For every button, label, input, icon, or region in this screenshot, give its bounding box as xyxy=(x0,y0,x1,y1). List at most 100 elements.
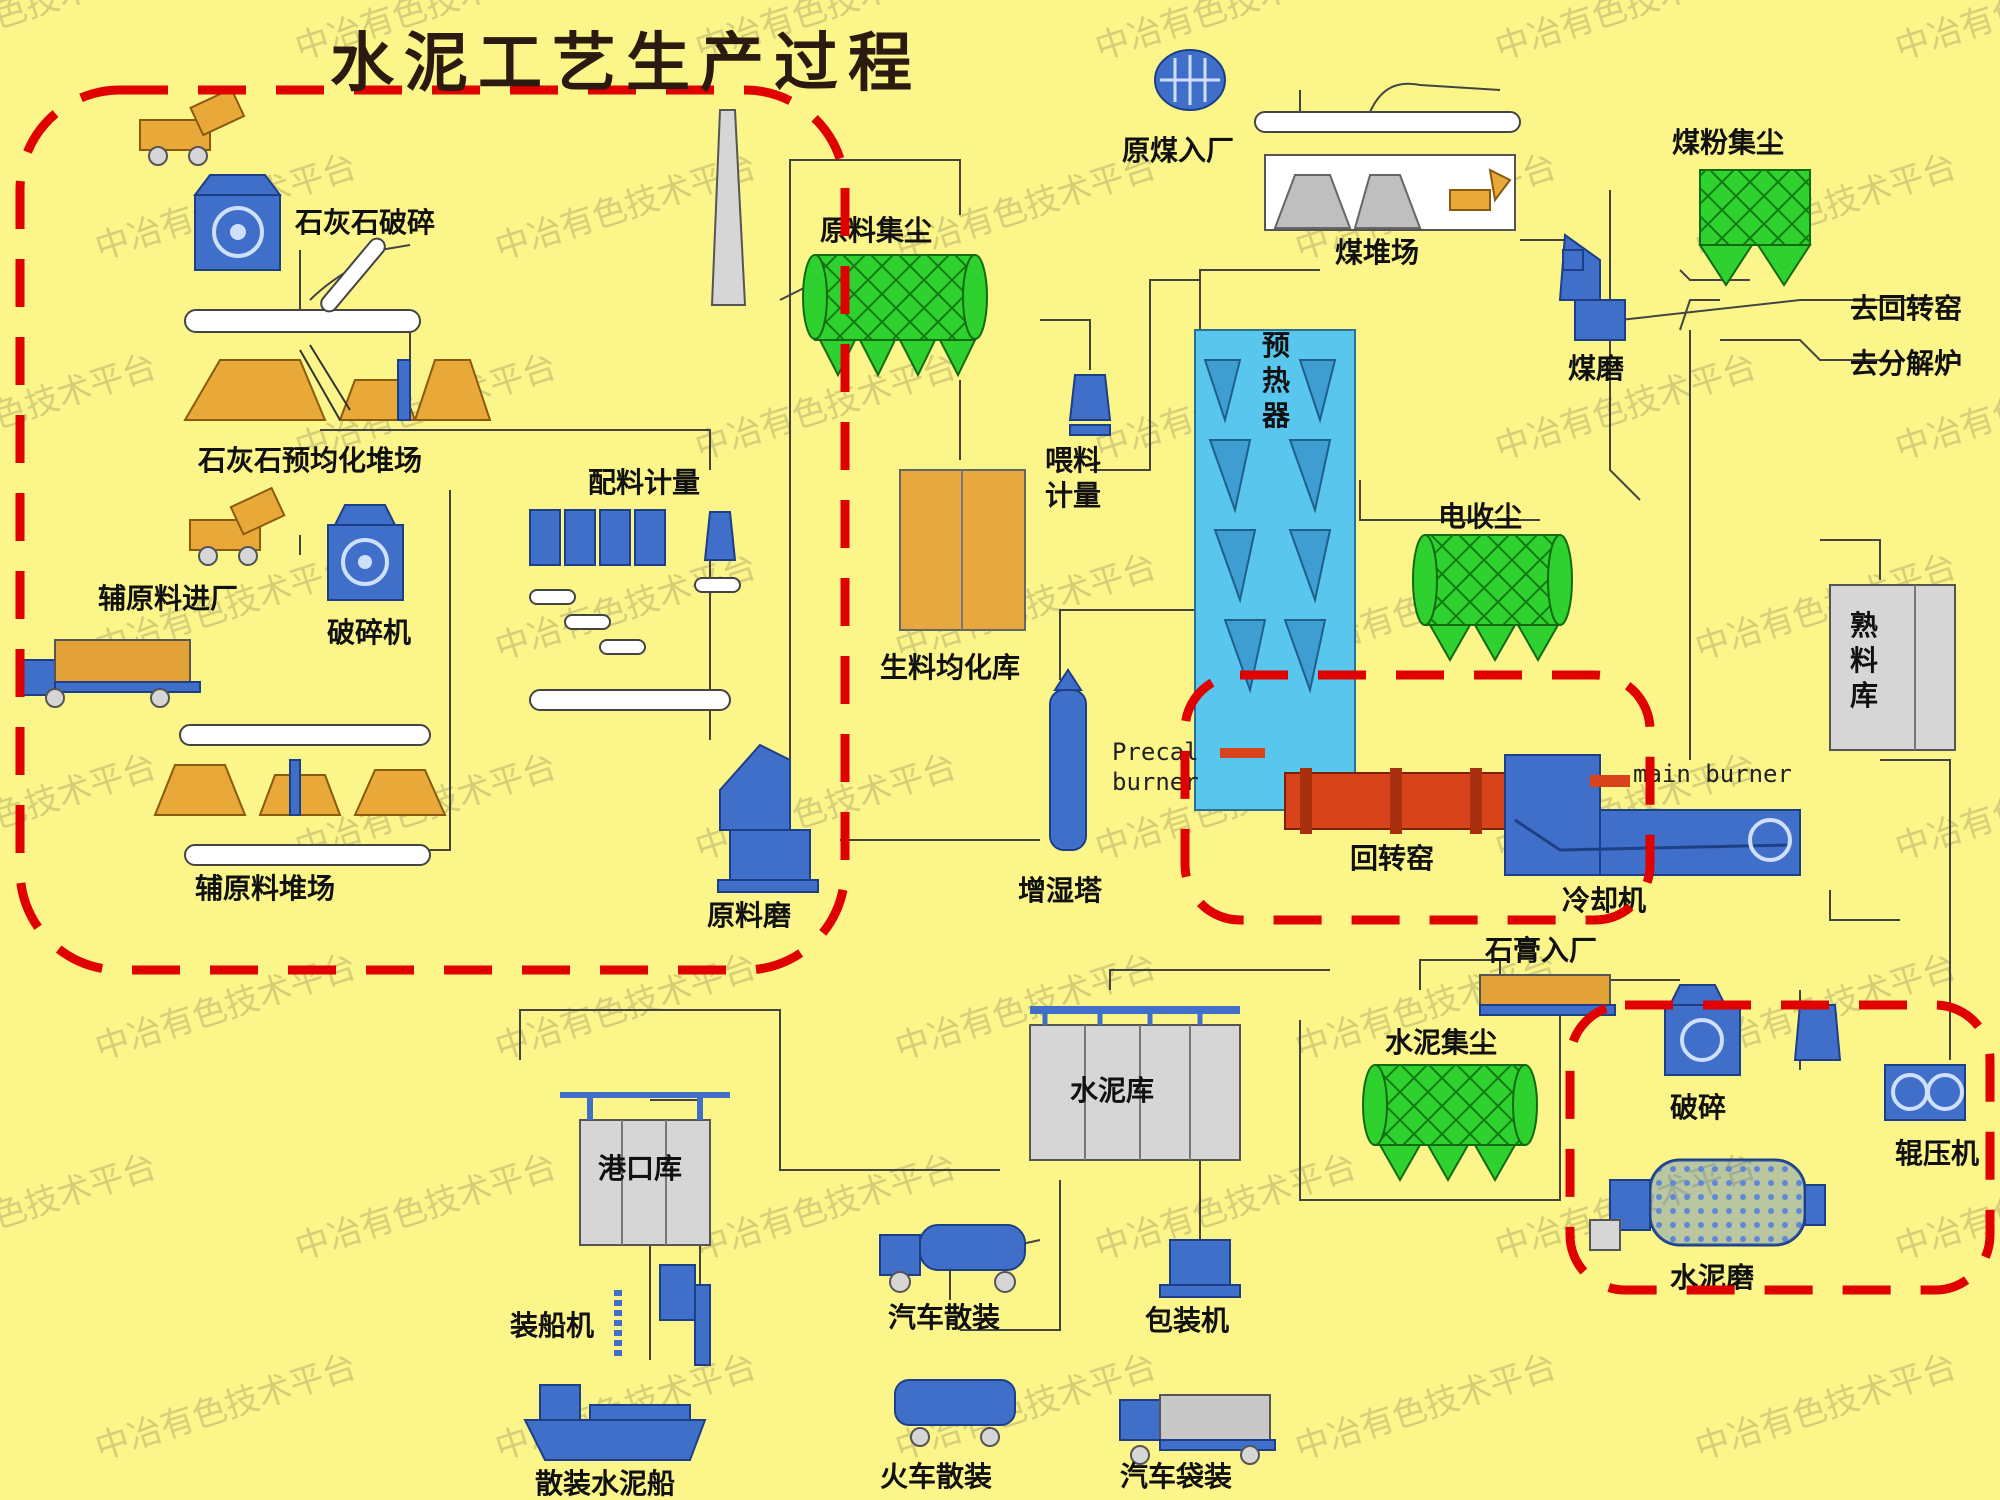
roller-press-icon xyxy=(1884,1064,1966,1121)
dispatch-section: 水泥库 港口库 汽车散装 包装机 装船机 散装水泥 xyxy=(510,1006,1276,1500)
rotary-kiln-icon xyxy=(1284,768,1511,834)
to-calciner-label: 去分解炉 xyxy=(1850,347,1962,380)
ship-loader-label: 装船机 xyxy=(510,1309,594,1342)
highlight-cement-mill xyxy=(1565,1000,1995,1295)
packer-label: 包装机 xyxy=(1145,1304,1229,1337)
bulk-ship-icon xyxy=(523,1384,707,1461)
highlight-raw-prep xyxy=(15,85,850,975)
limestone-section: 石灰石破碎 石灰石预均化堆场 破碎机 辅原料进厂 xyxy=(21,87,492,905)
bulk-ship-label: 散装水泥船 xyxy=(535,1467,675,1500)
aux-in-label: 辅原料进厂 xyxy=(98,582,238,615)
feed-meter-label-1: 喂料 xyxy=(1045,444,1101,477)
roller-press-label: 辊压机 xyxy=(1895,1137,1979,1170)
clinker-silo-icon xyxy=(1829,584,1956,751)
cement-dust-label: 水泥集尘 xyxy=(1385,1026,1497,1059)
feed-meter-icon xyxy=(1068,374,1112,436)
coal-dust-label: 煤粉集尘 xyxy=(1672,126,1784,159)
main-burner-label: main burner xyxy=(1633,760,1792,788)
watermark-text: 中冶有色技术平台 xyxy=(1490,346,1761,468)
limestone-crush-label: 石灰石破碎 xyxy=(294,206,435,239)
humidifier-tower-icon xyxy=(1049,668,1087,851)
batching-label: 配料计量 xyxy=(588,466,700,499)
aux-stockpile-icon xyxy=(153,759,447,816)
belt-conveyor-3 xyxy=(184,844,431,866)
coal-dust-collector-icon xyxy=(1698,169,1812,287)
coal-section: 原煤入厂 煤堆场 煤粉集尘 煤磨 去回转窑 去分解炉 xyxy=(1122,49,1962,385)
watermark-text: 中冶有色技术平台 xyxy=(90,946,361,1068)
coal-yard-label: 煤堆场 xyxy=(1335,236,1419,269)
to-kiln-label: 去回转窑 xyxy=(1850,292,1962,325)
gypsum-in-label: 石膏入厂 xyxy=(1484,934,1597,967)
belt-conveyor-2 xyxy=(179,724,431,746)
batching-bins-icon xyxy=(529,509,737,566)
watermark-text: 中冶有色技术平台 xyxy=(1890,746,2000,868)
cement-grinding-section: 石膏入厂 水泥集尘 破碎 辊压机 xyxy=(1362,934,1979,1294)
raw-coal-in-label: 原煤入厂 xyxy=(1122,134,1234,167)
batching-belt xyxy=(529,689,731,711)
crusher-label: 破碎机 xyxy=(327,616,411,649)
electrostatic-precipitator-icon xyxy=(1412,534,1573,663)
homo-silo-label: 生料均化库 xyxy=(880,651,1020,684)
highlight-kiln xyxy=(1180,670,1655,925)
watermark-text: 中冶有色技术平台 xyxy=(90,1346,361,1468)
homogenization-silo-icon xyxy=(899,469,1026,631)
watermark-text: 中冶有色技术平台 xyxy=(890,146,1161,268)
raw-mill-label: 原料磨 xyxy=(707,899,791,932)
watermark-text: 中冶有色技术平台 xyxy=(1290,1346,1561,1468)
ship-loader-icon xyxy=(614,1264,711,1366)
raw-dust-label: 原料集尘 xyxy=(820,214,932,247)
rail-bulk-label: 火车散装 xyxy=(880,1460,992,1493)
chimney-icon xyxy=(710,109,747,306)
feed-meter-label-2: 计量 xyxy=(1045,479,1101,512)
small-crusher-icon xyxy=(1664,984,1741,1076)
incline-conveyor xyxy=(320,237,386,313)
watermark-text: 中冶有色技术平台 xyxy=(1490,0,1761,69)
kiln-section: 预 热 器 电收尘 Precal burner main burner 回转窑 xyxy=(1112,329,1956,917)
gypsum-hopper-icon xyxy=(1793,1004,1842,1061)
coal-yard-icon xyxy=(1264,154,1516,231)
watermark-text: 中冶有色技术平台 xyxy=(1890,0,2000,69)
raw-coal-wagon-icon xyxy=(1154,49,1226,111)
watermark-text: 中冶有色技术平台 xyxy=(490,946,761,1068)
limestone-crusher-icon xyxy=(193,174,282,271)
watermark-text: 中冶有色技术平台 xyxy=(290,1146,561,1268)
batching-section: 配料计量 原料磨 xyxy=(529,109,819,932)
bulk-truck-icon xyxy=(879,1224,1026,1293)
aux-crusher-icon xyxy=(327,504,404,601)
watermark-text: 中冶有色技术平台 xyxy=(1090,0,1361,69)
watermark-text: 中冶有色技术平台 xyxy=(0,0,161,69)
gypsum-truck-icon xyxy=(1479,974,1616,1016)
raw-mill-icon xyxy=(717,743,819,893)
crush-small-label: 破碎 xyxy=(1670,1091,1726,1124)
cement-silo-icon xyxy=(1029,1006,1241,1161)
preheater-label-1: 预 xyxy=(1262,329,1290,362)
watermark-text: 中冶有色技术平台 xyxy=(1690,1346,1961,1468)
packer-icon xyxy=(1159,1239,1241,1298)
clinker-label-1: 熟 xyxy=(1850,609,1878,642)
coal-mill-label: 煤磨 xyxy=(1568,352,1624,385)
cement-dust-collector-icon xyxy=(1362,1064,1538,1183)
coal-belt xyxy=(1254,111,1521,133)
aux-truck-icon xyxy=(21,639,201,708)
cement-ball-mill-icon xyxy=(1589,1158,1826,1251)
limestone-yard-label: 石灰石预均化堆场 xyxy=(197,444,422,477)
dump-truck-icon xyxy=(139,87,246,166)
preheater-label-3: 器 xyxy=(1261,399,1291,432)
preheater-tower-icon xyxy=(1194,329,1356,811)
clinker-label-3: 库 xyxy=(1850,679,1878,712)
rotary-kiln-label: 回转窑 xyxy=(1350,842,1434,875)
bulk-truck-label: 汽车散装 xyxy=(888,1301,1000,1334)
port-silo-label: 港口库 xyxy=(598,1152,682,1185)
cooler-label: 冷却机 xyxy=(1562,884,1646,917)
raw-dust-collector-icon xyxy=(802,254,988,378)
cement-silo-label: 水泥库 xyxy=(1070,1074,1154,1107)
port-silo-icon xyxy=(560,1092,730,1246)
watermark-text: 中冶有色技术平台 xyxy=(0,1146,161,1268)
humid-tower-label: 增湿塔 xyxy=(1018,874,1103,907)
bag-truck-label: 汽车袋装 xyxy=(1120,1460,1232,1493)
limestone-stockpile-icon xyxy=(183,344,492,421)
esp-label: 电收尘 xyxy=(1438,500,1522,533)
bag-truck-icon xyxy=(1119,1394,1276,1465)
preheater-label-2: 热 xyxy=(1262,364,1290,397)
